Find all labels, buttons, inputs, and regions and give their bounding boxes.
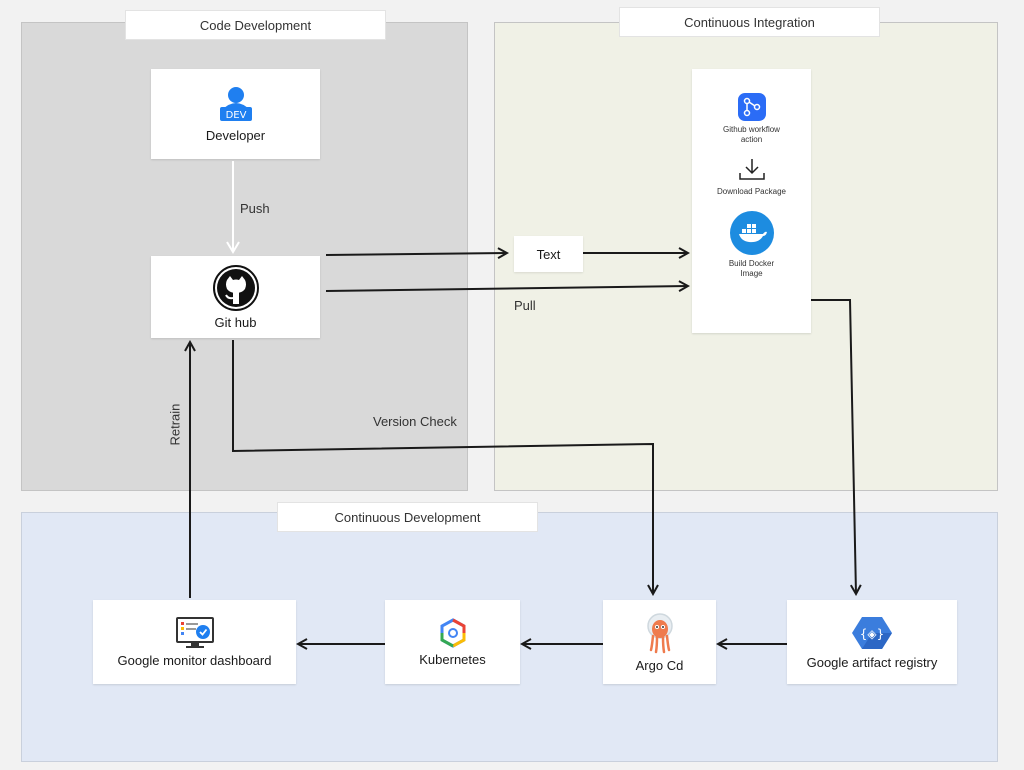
ci-to-registry-arrow — [811, 299, 856, 594]
build-docker-label: Build Docker Image — [728, 259, 775, 278]
github-to-text-arrow — [325, 253, 507, 255]
argo-icon — [646, 612, 673, 653]
github-icon — [212, 264, 259, 311]
argo-cd-label: Argo Cd — [635, 657, 684, 673]
workflow-action-item: Github workflow action — [712, 93, 792, 145]
workflow-icon — [737, 93, 766, 121]
kubernetes-label: Kubernetes — [419, 651, 486, 667]
svg-text:{◈}: {◈} — [860, 627, 885, 641]
google-artifact-registry-label: Google artifact registry — [806, 654, 938, 670]
argo-cd-node[interactable]: Argo Cd — [603, 600, 716, 684]
pull-arrow — [325, 286, 688, 292]
version-check-arrow — [232, 340, 653, 594]
ci-workflow-node[interactable]: Github workflow action Download Package … — [692, 69, 811, 333]
kubernetes-node[interactable]: Kubernetes — [385, 600, 520, 684]
developer-badge: DEV — [225, 110, 246, 121]
developer-icon: DEV — [219, 86, 252, 121]
build-docker-item: Build Docker Image — [722, 211, 782, 279]
push-label: Push — [240, 201, 270, 216]
download-package-label: Download Package — [717, 187, 786, 196]
pull-label: Pull — [514, 298, 536, 313]
code-development-title: Code Development — [125, 10, 386, 40]
github-node[interactable]: Git hub — [151, 256, 320, 338]
kubernetes-icon — [440, 617, 465, 648]
developer-label: Developer — [205, 127, 266, 143]
developer-node[interactable]: DEV Developer — [151, 69, 320, 159]
download-icon — [738, 159, 765, 180]
continuous-development-title: Continuous Development — [277, 502, 538, 532]
continuous-integration-title: Continuous Integration — [619, 7, 880, 37]
artifact-registry-icon: {◈} — [852, 616, 892, 649]
google-monitor-dashboard-node[interactable]: Google monitor dashboard — [93, 600, 296, 684]
retrain-label: Retrain — [167, 403, 183, 446]
google-monitor-dashboard-label: Google monitor dashboard — [117, 652, 272, 668]
github-label: Git hub — [214, 314, 257, 330]
monitor-dashboard-icon — [175, 616, 214, 648]
docker-icon — [729, 211, 774, 255]
version-check-label: Version Check — [373, 414, 457, 429]
google-artifact-registry-node[interactable]: {◈} Google artifact registry — [787, 600, 957, 684]
download-package-item: Download Package — [712, 157, 792, 197]
text-node[interactable]: Text — [514, 236, 583, 272]
workflow-action-label: Github workflow action — [723, 125, 780, 144]
